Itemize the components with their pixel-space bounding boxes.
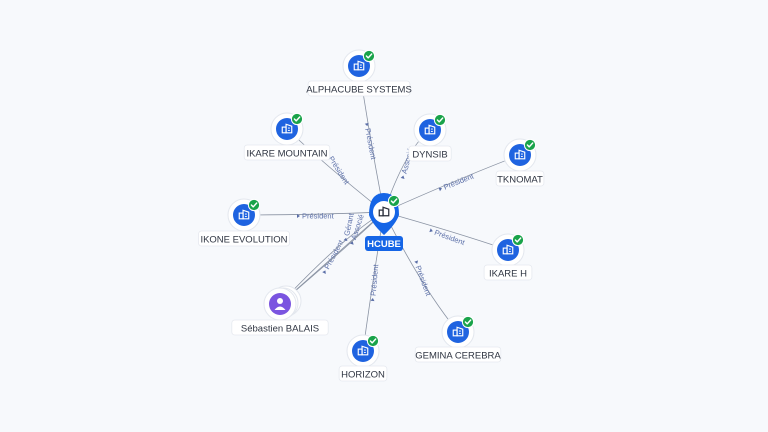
verified-check-icon [387, 194, 401, 208]
node-label: IKARE MOUNTAIN [246, 148, 327, 159]
building-icon [357, 345, 369, 356]
edge-label-group: Président [363, 122, 378, 161]
building-icon [238, 209, 250, 220]
edge-arrow-icon [400, 175, 405, 179]
company-icon [419, 119, 441, 141]
company-icon [509, 144, 531, 166]
nodes-layer: ALPHACUBE SYSTEMS IKARE MOUNTAIN DYNSIB TKN… [198, 49, 545, 382]
edge-arrow-icon [364, 122, 369, 127]
edge-arrow-icon [370, 297, 375, 302]
building-icon [353, 60, 365, 71]
node-ikone-evolution[interactable]: IKONE EVOLUTION [198, 198, 290, 247]
verified-check-icon [523, 138, 537, 152]
company-icon [497, 239, 519, 261]
verified-check-icon [433, 113, 447, 127]
edge-horizon: Président [362, 211, 385, 352]
building-icon [514, 149, 526, 160]
edge-arrow-icon [349, 241, 354, 245]
node-label-box [495, 170, 545, 187]
node-gemina[interactable]: GEMINA CEREBRA [414, 315, 502, 363]
node-tknomat[interactable]: TKNOMAT [495, 138, 545, 187]
building-icon [502, 244, 514, 255]
building-icon [424, 124, 436, 135]
node-horizon[interactable]: HORIZON [338, 334, 388, 382]
company-icon [233, 204, 255, 226]
node-label-box [408, 145, 452, 162]
node-label: GEMINA CEREBRA [415, 350, 501, 361]
node-label-box [307, 80, 411, 97]
edge-arrow-icon [322, 270, 326, 274]
edge-label: Président [363, 127, 378, 161]
edge-label-group: Président [429, 228, 467, 248]
edge-label-group: Président [369, 263, 381, 302]
building-icon [378, 206, 390, 217]
verified-check-icon [461, 315, 475, 329]
center-label: HCUBE [367, 239, 401, 250]
node-label: DYNSIB [412, 149, 447, 160]
node-label: TKNOMAT [497, 174, 543, 185]
edge-arrow-icon [438, 187, 443, 192]
center-icon-bg [373, 201, 395, 223]
edge-arrow-icon [343, 237, 348, 242]
company-icon [348, 55, 370, 77]
company-icon [447, 321, 469, 343]
edge-label-group: Président [438, 171, 476, 192]
node-label-box [243, 144, 331, 161]
node-sebastien[interactable]: Sébastien BALAIS [231, 285, 329, 336]
edge-label: Président [369, 263, 381, 296]
edge-label: Président [442, 171, 476, 192]
node-ikare-h[interactable]: IKARE H [483, 233, 533, 281]
edge-label-group: Président [297, 212, 335, 221]
edge-label: Président [302, 212, 335, 221]
node-ikare-mountain[interactable]: IKARE MOUNTAIN [243, 112, 331, 161]
node-label: IKARE H [489, 268, 527, 279]
company-icon [276, 118, 298, 140]
node-label: ALPHACUBE SYSTEMS [306, 84, 412, 95]
verified-check-icon [290, 112, 304, 126]
building-icon [452, 326, 464, 337]
node-label-box [338, 365, 388, 382]
edge-label: Président [414, 264, 434, 298]
verified-check-icon [362, 49, 376, 63]
center-layer: HCUBE [365, 193, 403, 251]
node-label-box [483, 264, 533, 281]
verified-check-icon [247, 198, 261, 212]
building-icon [281, 123, 293, 134]
node-alphacube[interactable]: ALPHACUBE SYSTEMS [306, 49, 412, 97]
node-dynsib[interactable]: DYNSIB [408, 113, 452, 162]
node-label: HORIZON [341, 369, 385, 380]
verified-check-icon [511, 233, 525, 247]
node-label: Sébastien BALAIS [241, 323, 319, 334]
company-icon [352, 340, 374, 362]
center-label-box [365, 236, 403, 251]
edge-arrow-icon [297, 214, 300, 218]
node-label: IKONE EVOLUTION [200, 234, 287, 245]
edge-arrow-icon [414, 260, 419, 264]
verified-check-icon [366, 334, 380, 348]
edge-label: Président [327, 154, 352, 186]
center-node-hcube[interactable]: HCUBE [365, 193, 403, 251]
node-label-box [414, 346, 502, 363]
node-label-box [231, 319, 329, 336]
edge-label-group: Président [414, 260, 434, 298]
edge-arrow-icon [429, 228, 433, 233]
node-label-box [198, 230, 290, 247]
edge-label: Président [433, 228, 467, 248]
